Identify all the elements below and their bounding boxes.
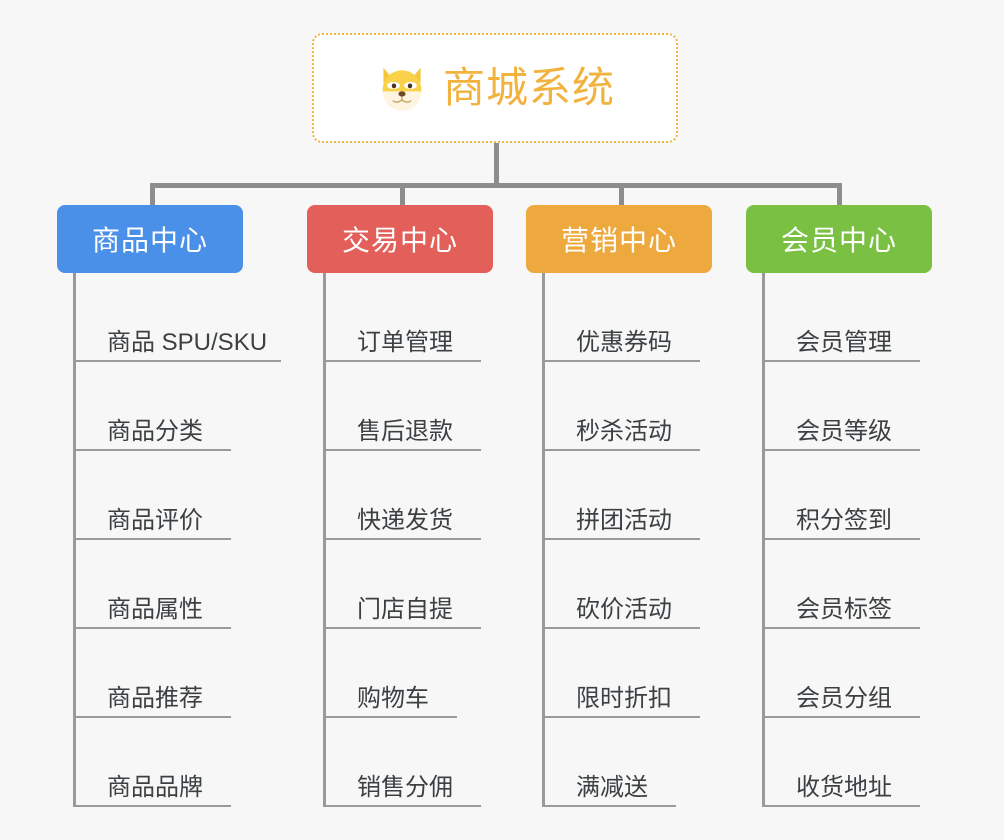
leaf-item-label: 购物车	[357, 684, 429, 712]
root-title: 商城系统	[442, 64, 615, 111]
leaf-item-label: 门店自提	[357, 595, 453, 623]
leaf-item-label: 会员等级	[796, 417, 892, 445]
leaf-item[interactable]: 会员管理	[762, 316, 920, 362]
leaf-item[interactable]: 商品推荐	[73, 672, 231, 718]
leaf-item-label: 会员标签	[796, 595, 892, 623]
leaf-item[interactable]: 满减送	[542, 761, 676, 807]
leaf-item-label: 砍价活动	[576, 595, 672, 623]
leaf-item-label: 商品推荐	[107, 684, 203, 712]
leaf-item[interactable]: 优惠券码	[542, 316, 700, 362]
leaf-item-label: 商品属性	[107, 595, 203, 623]
leaf-item[interactable]: 积分签到	[762, 494, 920, 540]
leaf-item[interactable]: 购物车	[323, 672, 457, 718]
leaf-item-label: 积分签到	[796, 506, 892, 534]
leaf-item[interactable]: 会员分组	[762, 672, 920, 718]
leaf-item-label: 优惠券码	[576, 328, 672, 356]
leaf-item-label: 订单管理	[357, 328, 453, 356]
leaf-item-label: 快递发货	[357, 506, 453, 534]
category-label: 营销中心	[560, 225, 677, 256]
leaf-item[interactable]: 收货地址	[762, 761, 920, 807]
branch-trunk-3	[542, 273, 545, 807]
category-label: 商品中心	[91, 225, 208, 256]
connector-drop-2	[400, 183, 405, 205]
leaf-item[interactable]: 商品评价	[73, 494, 231, 540]
branch-trunk-1	[73, 273, 76, 807]
category-label: 会员中心	[780, 225, 897, 256]
branch-trunk-2	[323, 273, 326, 807]
leaf-item[interactable]: 订单管理	[323, 316, 481, 362]
leaf-item-label: 限时折扣	[576, 684, 672, 712]
leaf-item-label: 拼团活动	[576, 506, 672, 534]
leaf-item[interactable]: 商品品牌	[73, 761, 231, 807]
leaf-item[interactable]: 快递发货	[323, 494, 481, 540]
connector-drop-3	[619, 183, 624, 205]
leaf-item[interactable]: 秒杀活动	[542, 405, 700, 451]
root-node[interactable]: 商城系统	[312, 33, 678, 143]
category-box-4[interactable]: 会员中心	[746, 205, 932, 273]
leaf-item[interactable]: 砍价活动	[542, 583, 700, 629]
branch-trunk-4	[762, 273, 765, 807]
leaf-item[interactable]: 限时折扣	[542, 672, 700, 718]
leaf-item-label: 商品分类	[107, 417, 203, 445]
shiba-dog-icon	[382, 67, 422, 111]
leaf-item[interactable]: 销售分佣	[323, 761, 481, 807]
leaf-item-label: 商品品牌	[107, 773, 203, 801]
leaf-item-label: 商品 SPU/SKU	[107, 328, 268, 356]
leaf-item-label: 秒杀活动	[576, 417, 672, 445]
leaf-item[interactable]: 商品分类	[73, 405, 231, 451]
category-label: 交易中心	[341, 225, 458, 256]
leaf-item-label: 销售分佣	[357, 773, 453, 801]
connector-stem	[494, 143, 499, 186]
leaf-item-label: 商品评价	[107, 506, 203, 534]
leaf-item[interactable]: 会员标签	[762, 583, 920, 629]
leaf-item-label: 收货地址	[796, 773, 892, 801]
leaf-item[interactable]: 拼团活动	[542, 494, 700, 540]
leaf-item-label: 满减送	[576, 773, 648, 801]
connector-drop-4	[837, 183, 842, 205]
leaf-item-label: 会员分组	[796, 684, 892, 712]
category-box-1[interactable]: 商品中心	[57, 205, 243, 273]
leaf-item[interactable]: 会员等级	[762, 405, 920, 451]
category-box-3[interactable]: 营销中心	[526, 205, 712, 273]
leaf-item-label: 售后退款	[357, 417, 453, 445]
leaf-item[interactable]: 商品属性	[73, 583, 231, 629]
leaf-item[interactable]: 售后退款	[323, 405, 481, 451]
category-box-2[interactable]: 交易中心	[307, 205, 493, 273]
leaf-item[interactable]: 门店自提	[323, 583, 481, 629]
connector-drop-1	[150, 183, 155, 205]
leaf-item[interactable]: 商品 SPU/SKU	[73, 316, 281, 362]
connector-bus	[150, 183, 839, 188]
leaf-item-label: 会员管理	[796, 328, 892, 356]
